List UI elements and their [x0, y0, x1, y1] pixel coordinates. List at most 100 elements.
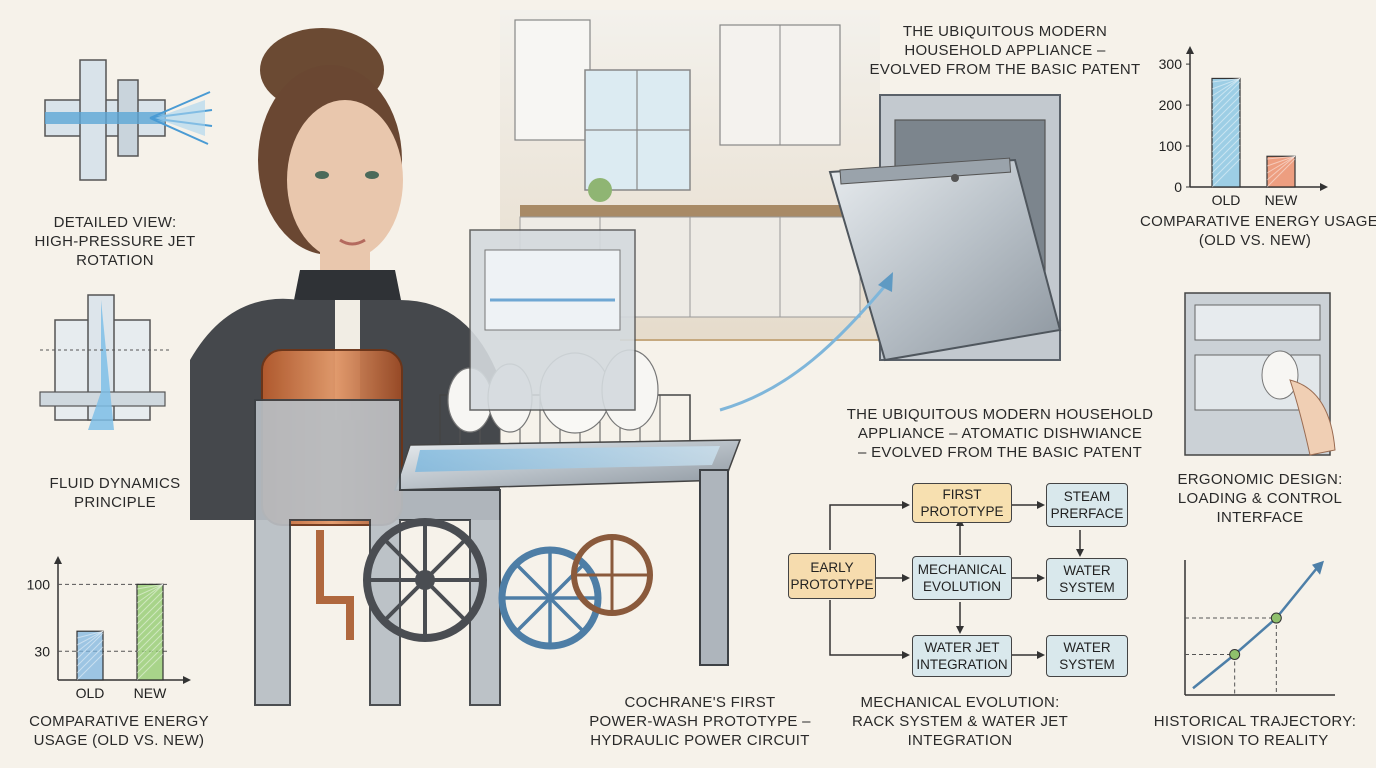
modern-top-line2: HOUSEHOLD APPLIANCE – [904, 42, 1106, 59]
bar-hatch [136, 653, 164, 681]
label-mechanical-evolution: MECHANICAL EVOLUTION: RACK SYSTEM & WATE… [840, 693, 1080, 750]
bar-hatch [136, 583, 164, 590]
bar-hatch [136, 625, 164, 653]
x-tick-label: OLD [1212, 192, 1241, 208]
energy-right-line2: (OLD VS. NEW) [1198, 232, 1312, 249]
bar-old [76, 630, 104, 681]
bar-new [1266, 155, 1296, 188]
bar-hatch [136, 583, 164, 604]
ergonomic-line3: INTERFACE [1216, 509, 1304, 526]
x-tick-label: NEW [1265, 192, 1298, 208]
flow-early-line2: PROTOTYPE [790, 577, 874, 592]
label-prototype: COCHRANE'S FIRST POWER-WASH PROTOTYPE – … [580, 693, 820, 750]
bar-hatch [136, 611, 164, 639]
mech-evolution-line1: MECHANICAL EVOLUTION: [860, 694, 1060, 711]
bar-hatch [1211, 109, 1241, 139]
modern-mid-line1: THE UBIQUITOUS MODERN HOUSEHOLD [846, 406, 1154, 423]
label-jet-view: DETAILED VIEW: HIGH-PRESSURE JET ROTATIO… [20, 213, 210, 270]
flow-water1-line2: SYSTEM [1059, 580, 1115, 595]
jet-view-line2: HIGH-PRESSURE JET [34, 233, 196, 250]
label-energy-right: COMPARATIVE ENERGY USAGE (OLD VS. NEW) [1140, 212, 1376, 250]
prototype-machine-drawing [254, 349, 742, 706]
jet-view-line3: ROTATION [76, 252, 154, 269]
trajectory-line1: HISTORICAL TRAJECTORY: [1153, 713, 1357, 730]
ergonomic-dishwasher-drawing [1184, 292, 1336, 456]
bar-hatch [76, 646, 104, 674]
bar-hatch [1211, 81, 1241, 111]
bar-hatch [76, 630, 104, 653]
label-fluid-dynamics: FLUID DYNAMICS PRINCIPLE [20, 474, 210, 512]
y-tick-label: 300 [1159, 56, 1183, 72]
y-axis-arrow [54, 556, 62, 564]
bar-hatch [1211, 102, 1241, 132]
flow-first-line1: FIRST [942, 487, 982, 502]
label-modern-top: THE UBIQUITOUS MODERN HOUSEHOLD APPLIANC… [860, 22, 1150, 79]
bar-hatch [1266, 155, 1296, 174]
bar-hatch [1211, 151, 1241, 181]
modern-mid-line3: – EVOLVED FROM THE BASIC PATENT [857, 444, 1143, 461]
x-axis-arrow [1320, 183, 1328, 191]
flow-steam-line1: STEAM [1063, 489, 1111, 504]
bar-hatch [136, 590, 164, 618]
bar-hatch [1211, 88, 1241, 118]
bar-old [1211, 77, 1241, 188]
bar-hatch [1266, 155, 1296, 181]
y-tick-label: 0 [1174, 179, 1182, 195]
bar-hatch [1211, 78, 1241, 104]
flow-water-system-1: WATER SYSTEM [1046, 558, 1128, 600]
flow-mech-line2: EVOLUTION [922, 579, 1001, 594]
energy-right-line1: COMPARATIVE ENERGY USAGE [1140, 213, 1376, 230]
jet-view-line1: DETAILED VIEW: [53, 214, 177, 231]
bar-hatch [1211, 123, 1241, 153]
fluid-line1: FLUID DYNAMICS [49, 475, 181, 492]
bar-hatch [136, 618, 164, 646]
modern-dishwasher-drawing [828, 94, 1062, 362]
mech-evolution-line3: INTEGRATION [907, 732, 1013, 749]
bar-hatch [1211, 130, 1241, 160]
flow-water2-line1: WATER [1063, 640, 1111, 655]
flow-water2-line2: SYSTEM [1059, 657, 1115, 672]
flow-waterjet-line2: INTEGRATION [916, 657, 1008, 672]
flow-first-line2: PROTOTYPE [920, 504, 1004, 519]
trajectory-point [1270, 612, 1282, 624]
flow-water-jet-integration: WATER JET INTEGRATION [912, 635, 1012, 677]
prototype-line1: COCHRANE'S FIRST [624, 694, 776, 711]
trajectory-chart [1184, 560, 1335, 696]
jet-nozzle-drawing [44, 59, 213, 181]
label-energy-left: COMPARATIVE ENERGY USAGE (OLD VS. NEW) [14, 712, 224, 750]
x-tick-label: OLD [76, 685, 105, 701]
label-trajectory: HISTORICAL TRAJECTORY: VISION TO REALITY [1145, 712, 1365, 750]
bar-hatch [1211, 77, 1241, 83]
y-tick-label: 200 [1159, 97, 1183, 113]
modern-mid-line2: APPLIANCE – ATOMATIC DISHWIANCE [857, 425, 1143, 442]
bar-hatch [1211, 78, 1241, 97]
bar-hatch [136, 646, 164, 674]
bar-hatch [136, 632, 164, 660]
bar-hatch [1211, 144, 1241, 174]
energy-left-line1: COMPARATIVE ENERGY [29, 713, 209, 730]
modern-top-line1: THE UBIQUITOUS MODERN [902, 23, 1108, 40]
flow-steam-line2: PRERFACE [1050, 506, 1124, 521]
bar-hatch [1266, 155, 1296, 160]
evolution-arrow [719, 279, 892, 412]
trajectory-line2: VISION TO REALITY [1181, 732, 1329, 749]
flow-first-prototype: FIRST PROTOTYPE [912, 483, 1012, 523]
trajectory-line [1192, 565, 1319, 690]
bar-hatch [136, 583, 164, 611]
flow-early-prototype: EARLY PROTOTYPE [788, 553, 876, 599]
bar-hatch [136, 639, 164, 667]
y-tick-label: 30 [34, 643, 50, 659]
energy-left-line2: USAGE (OLD VS. NEW) [33, 732, 205, 749]
y-tick-label: 100 [1159, 138, 1183, 154]
bar-hatch [76, 653, 104, 681]
trajectory-point [1229, 649, 1241, 660]
y-axis-arrow [1186, 46, 1194, 54]
bar-hatch [76, 630, 104, 639]
fluid-line2: PRINCIPLE [74, 494, 156, 511]
ergonomic-line1: ERGONOMIC DESIGN: [1177, 471, 1343, 488]
mech-evolution-line2: RACK SYSTEM & WATER JET [851, 713, 1069, 730]
bar-hatch [1266, 155, 1296, 167]
bar-hatch [136, 583, 164, 597]
